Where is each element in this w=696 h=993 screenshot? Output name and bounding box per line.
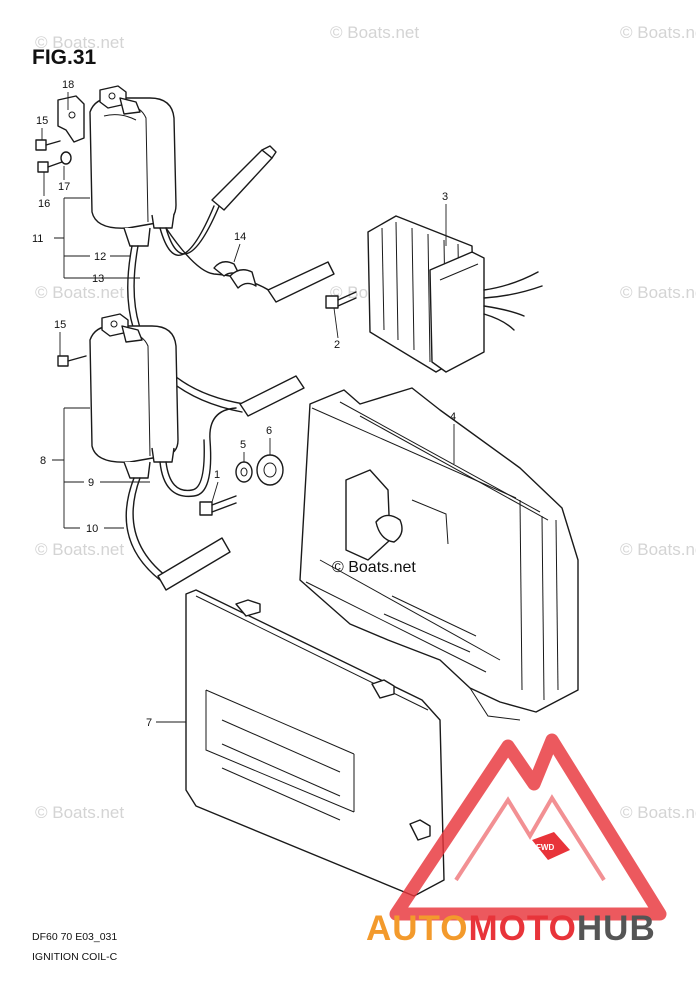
- callout-2: 2: [334, 339, 340, 351]
- watermark: © Boats.net: [620, 23, 696, 42]
- cover: [185, 589, 445, 897]
- watermark: © Boats.net: [330, 23, 419, 42]
- callout-15: 15: [54, 319, 66, 331]
- lower-cords: [125, 407, 237, 591]
- callouts: 18 15 17 16 11 12 13 15 14 3 2 4 5 6 1 8: [32, 79, 456, 729]
- figure-code: DF60 70 E03_031: [32, 931, 117, 943]
- clamp: [213, 261, 257, 289]
- watermark: © Boats.net: [620, 283, 696, 302]
- upper-ignition-coil: [35, 85, 177, 247]
- callout-17: 17: [58, 181, 70, 193]
- callout-6: 6: [266, 425, 272, 437]
- logo-wordmark: AUTOMOTOHUB: [366, 909, 656, 948]
- callout-9: 9: [88, 477, 94, 489]
- callout-18: 18: [62, 79, 74, 91]
- callout-16: 16: [38, 198, 50, 210]
- callout-12: 12: [94, 251, 106, 263]
- cdi-unit: [367, 215, 543, 373]
- bolt-1: [199, 495, 237, 516]
- center-watermark: © Boats.net: [332, 559, 416, 576]
- logo-triangle-icon: [389, 733, 667, 921]
- watermark: © Boats.net: [35, 540, 124, 559]
- callout-8: 8: [40, 455, 46, 467]
- bolt-2: [325, 291, 357, 309]
- washer-grommet: [235, 454, 284, 486]
- callout-10: 10: [86, 523, 98, 535]
- figure-name: IGNITION COIL-C: [32, 951, 118, 963]
- callout-7: 7: [146, 717, 152, 729]
- callout-11: 11: [32, 233, 43, 245]
- fwd-badge: FWD: [532, 832, 570, 860]
- callout-5: 5: [240, 439, 246, 451]
- automotohub-logo: FWD AUTOMOTOHUB: [366, 733, 667, 948]
- callout-14: 14: [234, 231, 246, 243]
- callout-15: 15: [36, 115, 48, 127]
- watermark: © Boats.net: [35, 283, 124, 302]
- fwd-badge-label: FWD: [536, 843, 554, 852]
- callout-13: 13: [92, 273, 104, 285]
- watermark: © Boats.net: [620, 540, 696, 559]
- lower-ignition-coil: [57, 313, 179, 479]
- upper-cords: [127, 145, 335, 417]
- watermark: © Boats.net: [35, 803, 124, 822]
- watermark: © Boats.net: [620, 803, 696, 822]
- cdi-holder: [299, 387, 579, 721]
- callout-4: 4: [450, 411, 456, 423]
- callout-3: 3: [442, 191, 448, 203]
- callout-1: 1: [214, 469, 220, 481]
- watermark: © Boats.net: [35, 33, 124, 52]
- figure-title: FIG.31: [32, 46, 97, 69]
